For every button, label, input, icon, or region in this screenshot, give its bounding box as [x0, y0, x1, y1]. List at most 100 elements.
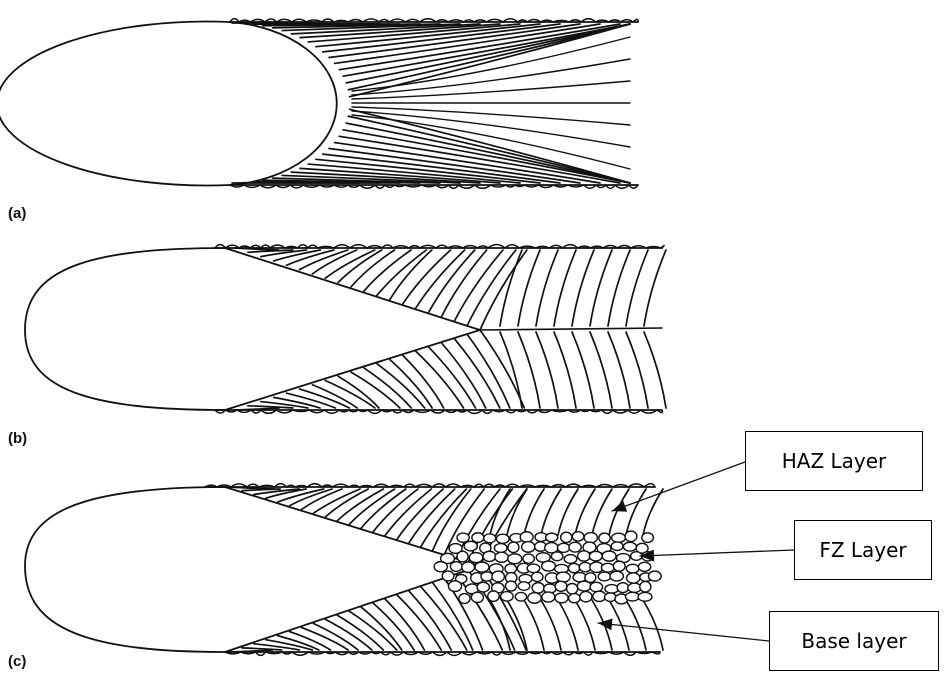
- equiaxed-grain: [564, 555, 577, 564]
- columnar-grain: [348, 24, 630, 90]
- equiaxed-grain: [601, 563, 614, 572]
- columnar-grain: [541, 600, 561, 650]
- columnar-grain: [325, 250, 375, 278]
- equiaxed-grain: [555, 593, 568, 603]
- equiaxed-grain: [613, 561, 625, 571]
- equiaxed-grain: [434, 562, 447, 572]
- panel-c-label: (c): [8, 653, 26, 670]
- equiaxed-grain: [640, 581, 651, 592]
- centerline-grain: [352, 107, 630, 125]
- columnar-grain: [338, 376, 379, 408]
- equiaxed-grain: [580, 591, 592, 601]
- weld-pool-outline: [25, 248, 480, 410]
- centerline-grain: [352, 59, 630, 95]
- equiaxed-grain: [442, 571, 454, 581]
- panel-c-teardrop-equiaxed: [25, 484, 663, 656]
- columnar-grain: [575, 600, 595, 650]
- equiaxed-grain: [638, 562, 650, 571]
- equiaxed-grain: [561, 532, 572, 542]
- columnar-grain: [390, 359, 432, 408]
- equiaxed-grain: [617, 583, 628, 593]
- columnar-grain: [361, 607, 402, 650]
- columnar-grain: [480, 330, 524, 408]
- columnar-grain: [554, 332, 576, 408]
- columnar-grain: [575, 489, 595, 535]
- equiaxed-grain: [556, 572, 570, 582]
- equiaxed-grain: [483, 551, 496, 561]
- fz-layer-label: FZ Layer: [819, 538, 906, 562]
- equiaxed-grain: [501, 592, 514, 601]
- haz-arrow-head: [612, 501, 627, 512]
- equiaxed-grain: [508, 542, 519, 552]
- columnar-grain: [626, 250, 648, 326]
- centerline-boundary: [480, 328, 662, 330]
- equiaxed-grain: [520, 532, 533, 542]
- equiaxed-grain: [496, 534, 509, 543]
- columnar-grain: [558, 489, 578, 535]
- columnar-grain: [312, 385, 357, 408]
- equiaxed-grain: [578, 551, 591, 561]
- equiaxed-grain: [623, 542, 636, 551]
- equiaxed-grain: [457, 533, 469, 542]
- columnar-grain: [518, 332, 540, 408]
- equiaxed-grain: [457, 551, 468, 562]
- equiaxed-grain: [495, 552, 508, 562]
- equiaxed-grain: [522, 542, 535, 553]
- equiaxed-grain: [472, 533, 484, 543]
- equiaxed-grain: [462, 562, 475, 573]
- equiaxed-grain: [484, 534, 496, 543]
- columnar-grain: [403, 250, 451, 304]
- panel-a-elliptical-pool: [0, 19, 638, 189]
- columnar-grain: [524, 600, 544, 650]
- equiaxed-grain: [572, 532, 584, 541]
- equiaxed-grain: [477, 582, 489, 592]
- columnar-grain: [626, 489, 646, 535]
- centerline-grain: [352, 81, 630, 99]
- equiaxed-grain: [625, 531, 637, 541]
- columnar-grain: [441, 250, 486, 317]
- equiaxed-grain: [610, 571, 623, 581]
- columnar-grain: [608, 332, 630, 408]
- equiaxed-grain: [626, 564, 639, 573]
- equiaxed-grain: [598, 572, 610, 581]
- equiaxed-grain: [569, 594, 581, 603]
- columnar-grain: [626, 332, 648, 408]
- equiaxed-grain: [492, 571, 505, 582]
- columnar-grain: [541, 489, 561, 535]
- equiaxed-grain: [469, 553, 483, 563]
- columnar-grain: [518, 250, 540, 326]
- equiaxed-grain: [589, 551, 602, 560]
- equiaxed-grain: [605, 593, 617, 601]
- centerline-grain: [352, 111, 630, 147]
- equiaxed-grain: [568, 563, 579, 572]
- columnar-grain: [242, 489, 280, 491]
- panel-b-label: (b): [8, 430, 27, 447]
- columnar-grain: [313, 623, 358, 650]
- panel-b-teardrop-pool: [25, 245, 666, 414]
- equiaxed-grain: [642, 533, 654, 543]
- columnar-grain: [609, 489, 629, 535]
- equiaxed-grain: [625, 592, 639, 601]
- equiaxed-grain: [590, 582, 603, 591]
- equiaxed-grain: [638, 592, 652, 601]
- columnar-grain: [558, 600, 578, 650]
- equiaxed-grain: [508, 554, 522, 564]
- columnar-grain: [590, 332, 612, 408]
- columnar-grain: [554, 250, 576, 326]
- equiaxed-grain: [627, 573, 640, 583]
- fz-arrow: [640, 550, 794, 556]
- equiaxed-grain: [602, 551, 616, 561]
- equiaxed-grain: [555, 581, 567, 591]
- columnar-grain: [590, 250, 612, 326]
- equiaxed-grain: [599, 533, 610, 543]
- equiaxed-grain: [593, 591, 606, 601]
- equiaxed-grain: [542, 592, 555, 602]
- columnar-grain: [467, 334, 510, 408]
- columnar-grain: [592, 489, 612, 535]
- columnar-grain: [536, 250, 558, 326]
- equiaxed-grain: [488, 591, 499, 601]
- equiaxed-grain: [557, 543, 569, 552]
- equiaxed-grain: [605, 585, 619, 594]
- weld-pool-outline: [0, 22, 230, 186]
- haz-layer-label: HAZ Layer: [782, 449, 887, 473]
